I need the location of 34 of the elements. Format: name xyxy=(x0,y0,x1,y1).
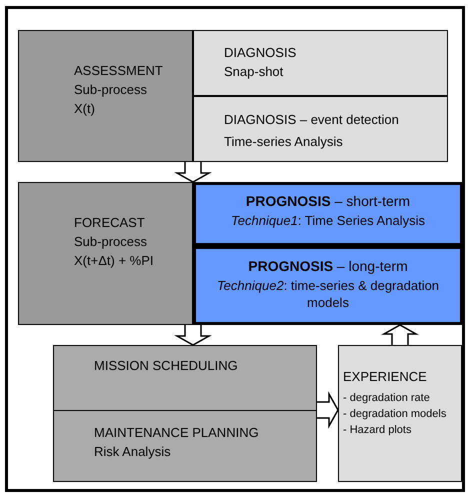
box-heading: DIAGNOSIS xyxy=(224,44,298,62)
block-arrow xyxy=(174,161,212,183)
process-box xyxy=(18,30,193,162)
box-heading: PROGNOSIS – short-term xyxy=(244,192,412,211)
block-arrow xyxy=(174,324,212,346)
box-text: Technique2: time-series & degradation models xyxy=(216,277,440,311)
box-heading: DIAGNOSIS – event detection xyxy=(224,111,400,129)
process-box xyxy=(53,345,317,411)
box-heading: MISSION SCHEDULING xyxy=(94,357,239,375)
box-text: X(t+Δt) + %PI xyxy=(74,252,154,270)
block-arrow xyxy=(381,324,419,346)
box-heading: MAINTENANCE PLANNING xyxy=(94,424,260,442)
box-text: Technique1: Time Series Analysis xyxy=(230,212,426,229)
box-text: Risk Analysis xyxy=(94,443,172,461)
box-text: Sub-process xyxy=(74,81,148,99)
box-heading: FORECAST xyxy=(74,214,146,232)
block-arrow xyxy=(316,391,339,429)
process-box xyxy=(338,345,462,482)
box-heading: PROGNOSIS – long-term xyxy=(247,257,409,276)
box-text: - degradation rate xyxy=(343,391,431,406)
box-text: Time-series Analysis xyxy=(224,133,344,151)
process-box xyxy=(53,410,317,482)
box-text: X(t) xyxy=(74,100,96,118)
process-box xyxy=(193,182,463,246)
process-box xyxy=(18,182,193,325)
process-box xyxy=(193,96,448,162)
box-heading: ASSESSMENT xyxy=(74,62,164,80)
process-box xyxy=(193,30,448,96)
box-heading: EXPERIENCE xyxy=(343,368,428,386)
process-box xyxy=(193,246,463,325)
box-text: - Hazard plots xyxy=(343,423,412,438)
box-text: Snap-shot xyxy=(224,63,284,81)
box-text: - degradation models xyxy=(343,407,448,422)
box-text: Sub-process xyxy=(74,233,148,251)
